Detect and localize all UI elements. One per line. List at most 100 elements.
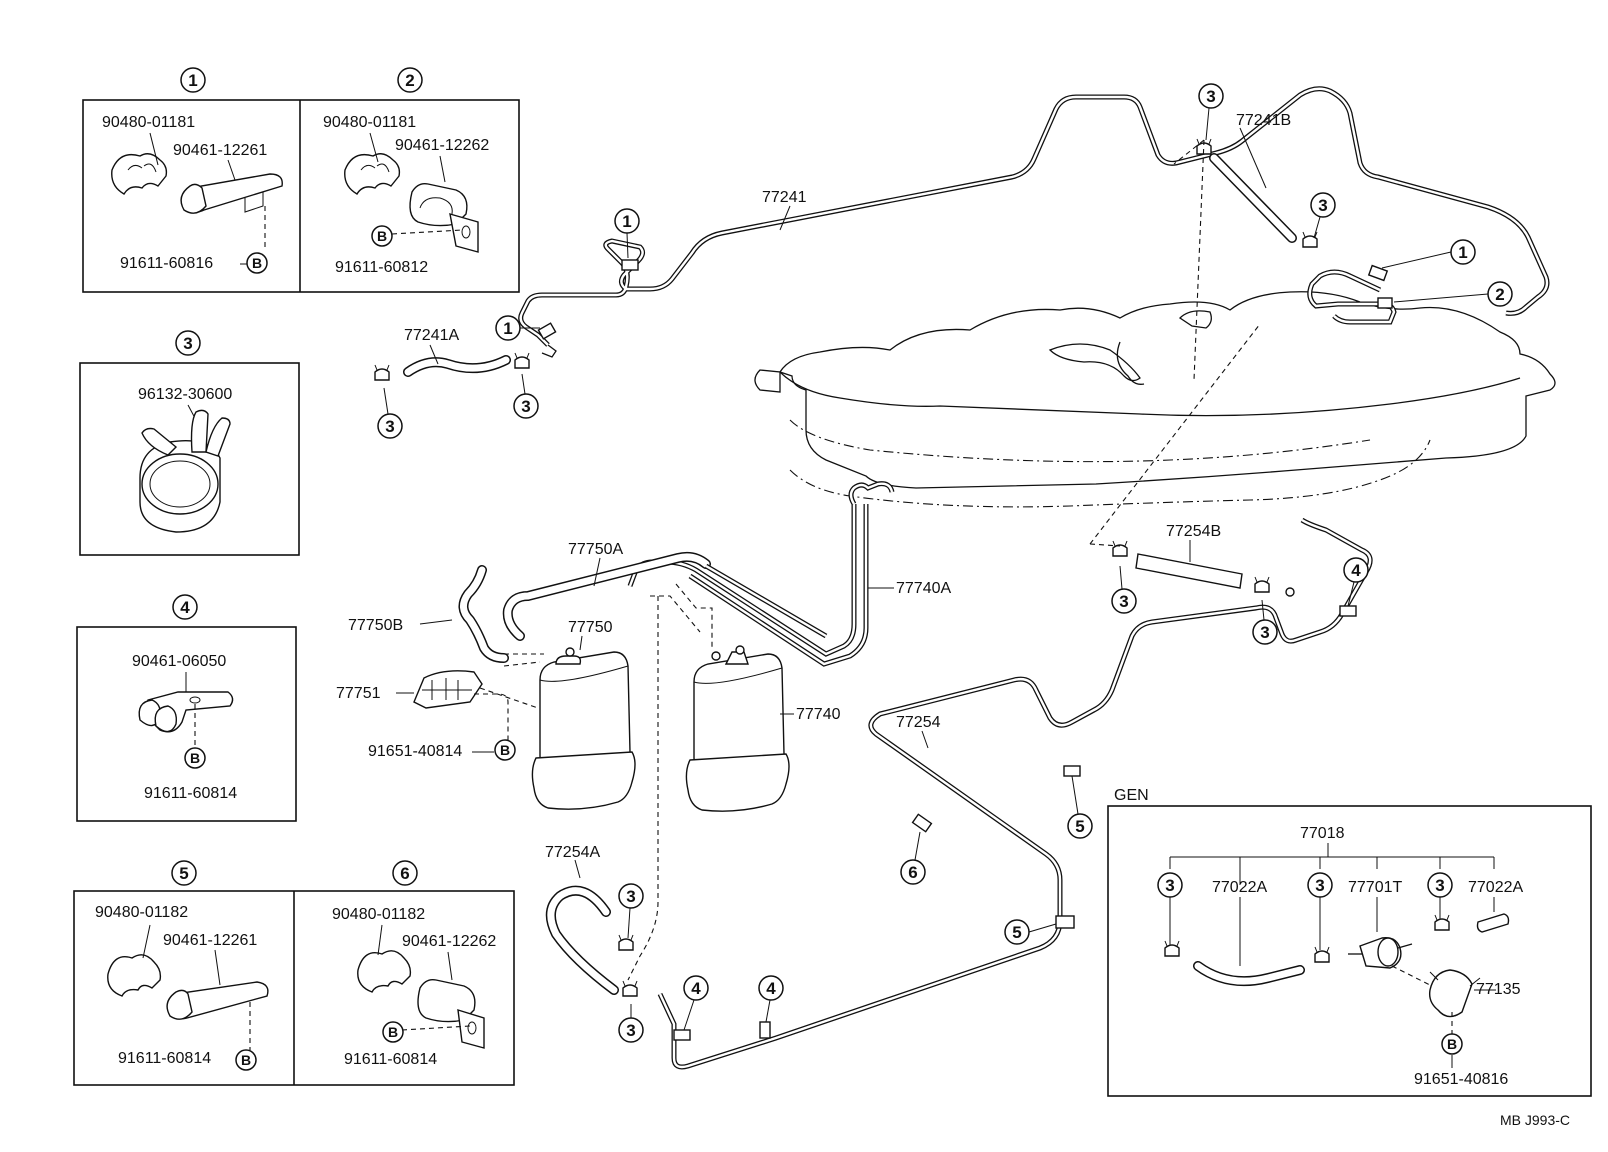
- hose-77241A: [374, 344, 530, 381]
- pipe-77241: [518, 86, 1550, 358]
- callout-3-c: 3: [1198, 83, 1224, 109]
- svg-text:4: 4: [691, 979, 701, 998]
- svg-text:3: 3: [1318, 196, 1327, 215]
- label-77018: 77018: [1300, 825, 1345, 842]
- b-callout-77751: B: [494, 739, 516, 761]
- panel-3: [79, 362, 300, 556]
- label-77751: 77751: [336, 685, 381, 702]
- label-77022A-2: 77022A: [1468, 879, 1523, 896]
- label-77254A: 77254A: [545, 844, 600, 861]
- panel-4-part-a: 90461-06050: [132, 653, 226, 670]
- callout-3-f: 3: [1252, 619, 1278, 645]
- dashed-link: [627, 596, 659, 981]
- svg-text:3: 3: [1315, 876, 1324, 895]
- label-77241: 77241: [762, 189, 807, 206]
- b-callout-p1: B: [246, 252, 268, 274]
- svg-text:B: B: [252, 255, 262, 271]
- svg-text:5: 5: [1012, 923, 1021, 942]
- svg-text:6: 6: [400, 864, 409, 883]
- svg-text:5: 5: [1075, 817, 1084, 836]
- bracket-77751: [396, 670, 539, 743]
- label-77254B: 77254B: [1166, 523, 1221, 540]
- b-callout-p4: B: [184, 747, 206, 769]
- panel-1-parts: 90480-01181 90461-12261 91611-60816: [102, 114, 283, 272]
- callout-5-b: 5: [1004, 919, 1030, 945]
- panel-6-part-a: 90480-01182: [332, 906, 425, 923]
- label-77241B: 77241B: [1236, 112, 1291, 129]
- panel-1-2: [82, 99, 520, 293]
- svg-text:3: 3: [1119, 592, 1128, 611]
- svg-text:B: B: [190, 750, 200, 766]
- svg-text:4: 4: [180, 598, 190, 617]
- footer-code: MB J993-C: [1500, 1112, 1570, 1128]
- pipe-77740A: [627, 481, 895, 667]
- callout-1-c: 1: [1450, 239, 1476, 265]
- hose-77241B: [1173, 127, 1318, 381]
- panel-2-part-a: 90480-01181: [323, 114, 416, 131]
- svg-text:1: 1: [1458, 243, 1467, 262]
- panel-4-part-c: 91611-60814: [144, 785, 237, 802]
- callout-3-e: 3: [1111, 588, 1137, 614]
- gen-b-callout: B: [1441, 1033, 1463, 1055]
- label-77740: 77740: [796, 706, 841, 723]
- label-91651-40814: 91651-40814: [368, 743, 462, 760]
- svg-text:4: 4: [766, 979, 776, 998]
- panel-2-part-c: 91611-60812: [335, 259, 428, 276]
- label-77254: 77254: [896, 714, 941, 731]
- b-callout-p2: B: [371, 225, 393, 247]
- callout-3-panel: 3: [175, 330, 201, 356]
- label-91651-40816: 91651-40816: [1414, 1071, 1508, 1088]
- callout-4-b: 4: [683, 975, 709, 1001]
- svg-text:3: 3: [1260, 623, 1269, 642]
- panel-2-parts: 90480-01181 90461-12262 91611-60812: [323, 114, 489, 276]
- svg-text:3: 3: [626, 1021, 635, 1040]
- panel-3-part-a: 96132-30600: [138, 386, 232, 403]
- svg-text:2: 2: [405, 71, 414, 90]
- panel-3-parts: 96132-30600: [138, 386, 232, 533]
- gen-callout-3-c: 3: [1427, 872, 1453, 898]
- gen-callout-3-b: 3: [1307, 872, 1333, 898]
- svg-text:B: B: [241, 1052, 251, 1068]
- svg-text:B: B: [388, 1024, 398, 1040]
- label-77135: 77135: [1476, 981, 1521, 998]
- callout-3-b: 3: [513, 393, 539, 419]
- label-77740A: 77740A: [896, 580, 951, 597]
- callout-4-panel: 4: [172, 594, 198, 620]
- label-77750: 77750: [568, 619, 613, 636]
- svg-text:3: 3: [1206, 87, 1215, 106]
- svg-text:3: 3: [521, 397, 530, 416]
- callout-3-a: 3: [377, 413, 403, 439]
- panel-1-part-c: 91611-60816: [120, 255, 213, 272]
- label-77701T: 77701T: [1348, 879, 1402, 896]
- svg-text:3: 3: [626, 887, 635, 906]
- callout-1-panel: 1: [180, 67, 206, 93]
- panel-6-parts: 90480-01182 90461-12262 91611-60814: [332, 906, 496, 1068]
- svg-text:1: 1: [188, 71, 197, 90]
- gen-panel: GEN 77018 77022A 77701T 77022A 77135 916…: [1107, 787, 1592, 1097]
- pipe-77254: [657, 517, 1373, 1070]
- b-callout-p6: B: [382, 1021, 404, 1043]
- callout-2-panel: 2: [397, 67, 423, 93]
- pipe-77750A: [502, 551, 828, 641]
- svg-text:1: 1: [503, 319, 512, 338]
- svg-text:5: 5: [179, 864, 188, 883]
- hose-77750B: [419, 565, 509, 663]
- b-callout-p5: B: [235, 1049, 257, 1071]
- svg-text:B: B: [377, 228, 387, 244]
- panel-1-part-b: 90461-12261: [173, 142, 267, 159]
- callout-2-a: 2: [1487, 281, 1513, 307]
- panel-5-part-c: 91611-60814: [118, 1050, 211, 1067]
- label-77750A: 77750A: [568, 541, 623, 558]
- callout-3-h: 3: [618, 1017, 644, 1043]
- panel-5-part-a: 90480-01182: [95, 904, 188, 921]
- svg-text:B: B: [500, 742, 510, 758]
- label-77022A-1: 77022A: [1212, 879, 1267, 896]
- svg-text:3: 3: [1435, 876, 1444, 895]
- label-77750B: 77750B: [348, 617, 403, 634]
- canister-77740: [685, 645, 790, 812]
- callout-6-panel: 6: [392, 860, 418, 886]
- callout-6-a: 6: [900, 859, 926, 885]
- label-77241A: 77241A: [404, 327, 459, 344]
- panel-4-parts: 90461-06050 91611-60814: [132, 653, 237, 802]
